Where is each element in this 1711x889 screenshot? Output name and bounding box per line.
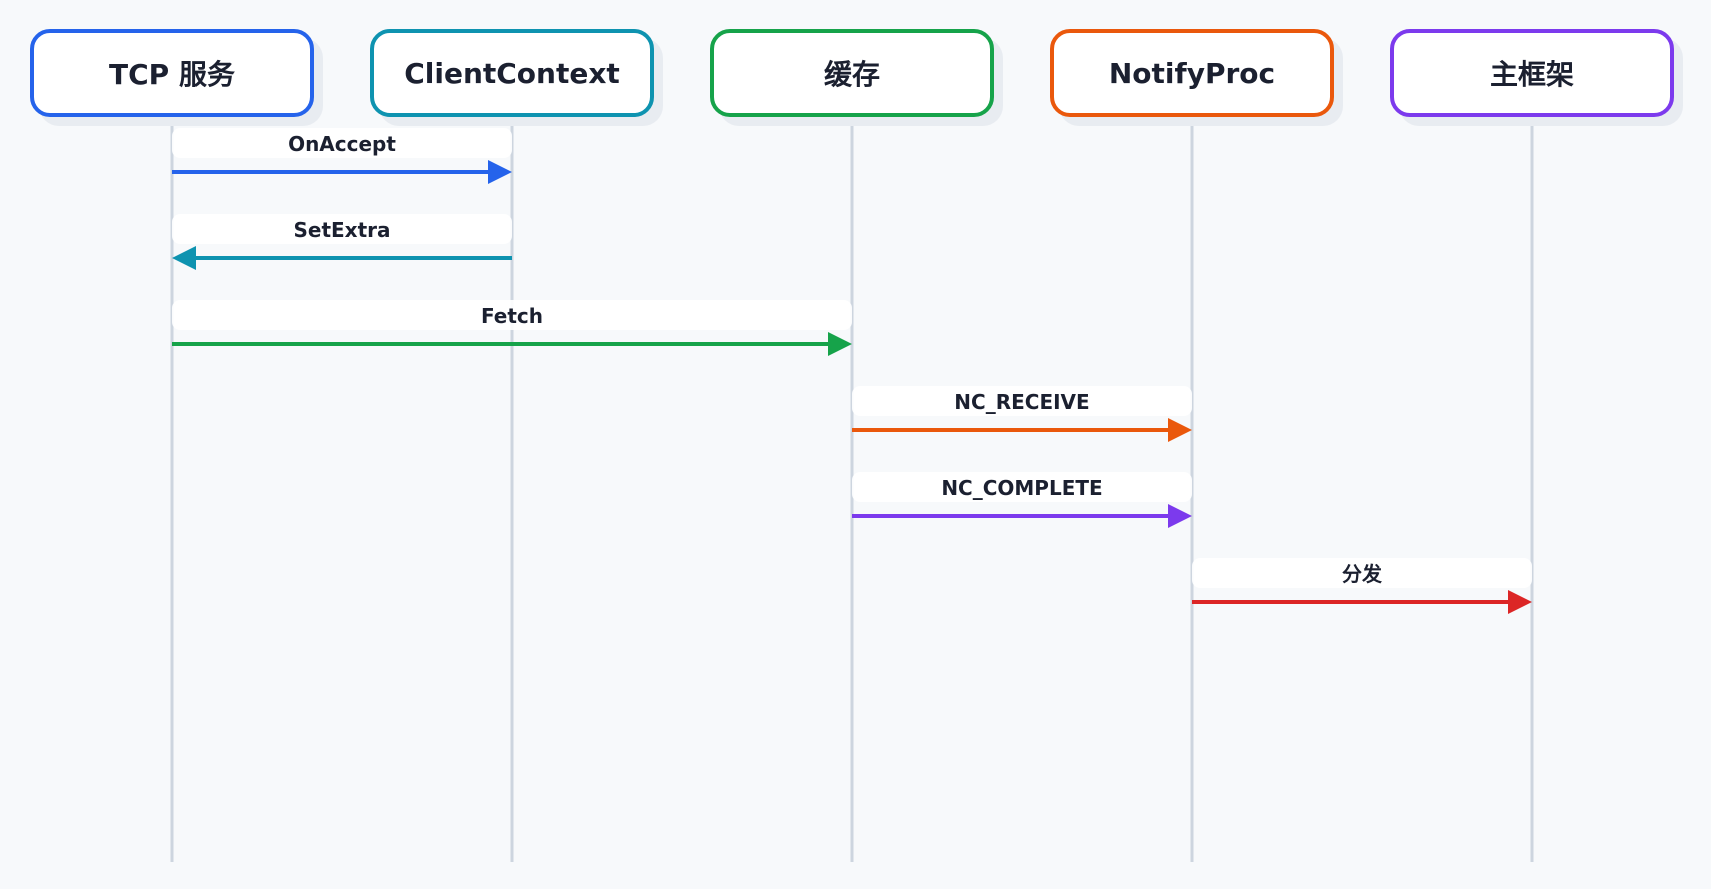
actor-ctx: ClientContext [370, 29, 654, 117]
arrowhead-icon [1508, 590, 1532, 614]
message-label: 分发 [1342, 562, 1383, 586]
message-label: SetExtra [293, 218, 390, 242]
message-6: 分发 [1192, 558, 1532, 614]
message-1: OnAccept [172, 128, 512, 184]
message-3: Fetch [172, 300, 852, 356]
arrowhead-icon [488, 160, 512, 184]
actor-tcp: TCP 服务 [30, 29, 314, 117]
message-5: NC_COMPLETE [852, 472, 1192, 528]
message-label-bg [852, 472, 1192, 502]
arrowhead-icon [172, 246, 196, 270]
message-4: NC_RECEIVE [852, 386, 1192, 442]
actor-cache: 缓存 [710, 29, 994, 117]
actor-main: 主框架 [1390, 29, 1674, 117]
arrowhead-icon [1168, 418, 1192, 442]
message-label-bg [172, 214, 512, 244]
message-label-bg [172, 128, 512, 158]
message-label: NC_RECEIVE [954, 390, 1089, 414]
message-2: SetExtra [172, 214, 512, 270]
arrowhead-icon [1168, 504, 1192, 528]
message-label-bg [172, 300, 852, 330]
message-label: NC_COMPLETE [941, 476, 1102, 500]
message-label-bg [852, 386, 1192, 416]
message-label: Fetch [481, 304, 543, 328]
message-label: OnAccept [288, 132, 396, 156]
message-label-bg [1192, 558, 1532, 588]
actor-notify: NotifyProc [1050, 29, 1334, 117]
arrowhead-icon [828, 332, 852, 356]
